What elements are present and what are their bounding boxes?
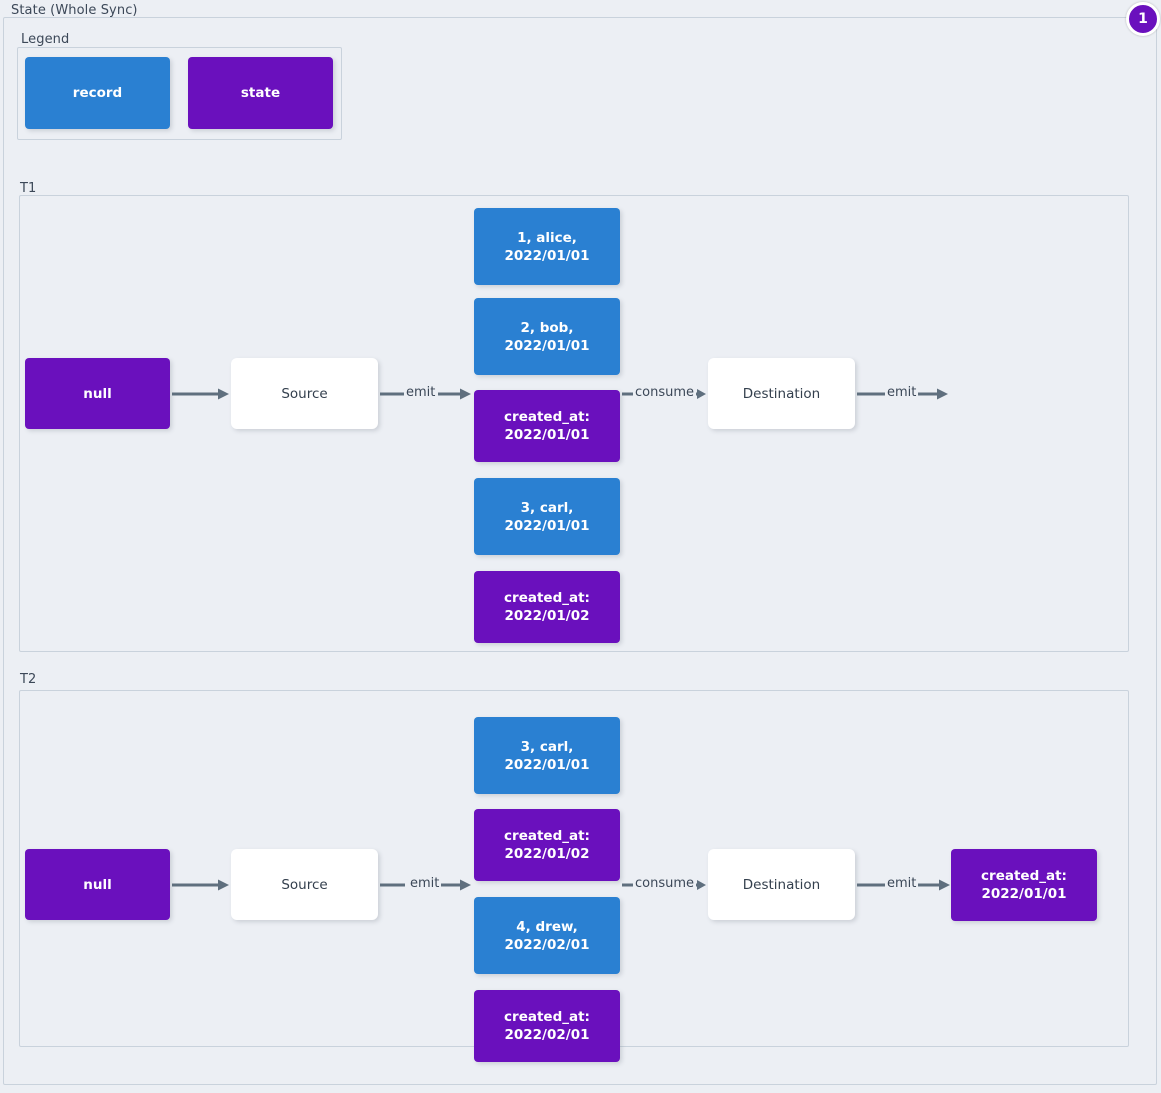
- t2-destination-node: Destination: [708, 849, 855, 920]
- t1-stream-node-4: 3, carl, 2022/01/01: [474, 478, 620, 555]
- step-badge[interactable]: 1: [1126, 2, 1160, 36]
- t1-initial-state-node: null: [25, 358, 170, 429]
- section-label-t1: T1: [20, 181, 37, 196]
- t2-stream-node-4: created_at: 2022/02/01: [474, 990, 620, 1062]
- t1-edge-label-destination-emit: emit: [885, 385, 919, 400]
- legend-swatch-state: state: [188, 57, 333, 129]
- t1-destination-node: Destination: [708, 358, 855, 429]
- t2-stream-node-1: 3, carl, 2022/01/01: [474, 717, 620, 794]
- legend-swatch-record: record: [25, 57, 170, 129]
- t1-stream-node-2: 2, bob, 2022/01/01: [474, 298, 620, 375]
- t1-source-node: Source: [231, 358, 378, 429]
- t2-edge-label-destination-consume: consume: [633, 876, 697, 891]
- t2-source-node: Source: [231, 849, 378, 920]
- t2-stream-node-3: 4, drew, 2022/02/01: [474, 897, 620, 974]
- t2-initial-state-node: null: [25, 849, 170, 920]
- page-title: State (Whole Sync): [11, 3, 138, 18]
- section-label-t2: T2: [20, 672, 37, 687]
- t1-edge-label-source-emit: emit: [404, 385, 438, 400]
- t2-edge-label-source-emit: emit: [408, 876, 442, 891]
- t2-final-state-node: created_at: 2022/01/01: [951, 849, 1097, 921]
- t2-stream-node-2: created_at: 2022/01/02: [474, 809, 620, 881]
- legend-title: Legend: [21, 32, 70, 47]
- t1-edge-label-destination-consume: consume: [633, 385, 697, 400]
- t2-edge-label-destination-emit: emit: [885, 876, 919, 891]
- t1-stream-node-3: created_at: 2022/01/01: [474, 390, 620, 462]
- t1-stream-node-1: 1, alice, 2022/01/01: [474, 208, 620, 285]
- t1-stream-node-5: created_at: 2022/01/02: [474, 571, 620, 643]
